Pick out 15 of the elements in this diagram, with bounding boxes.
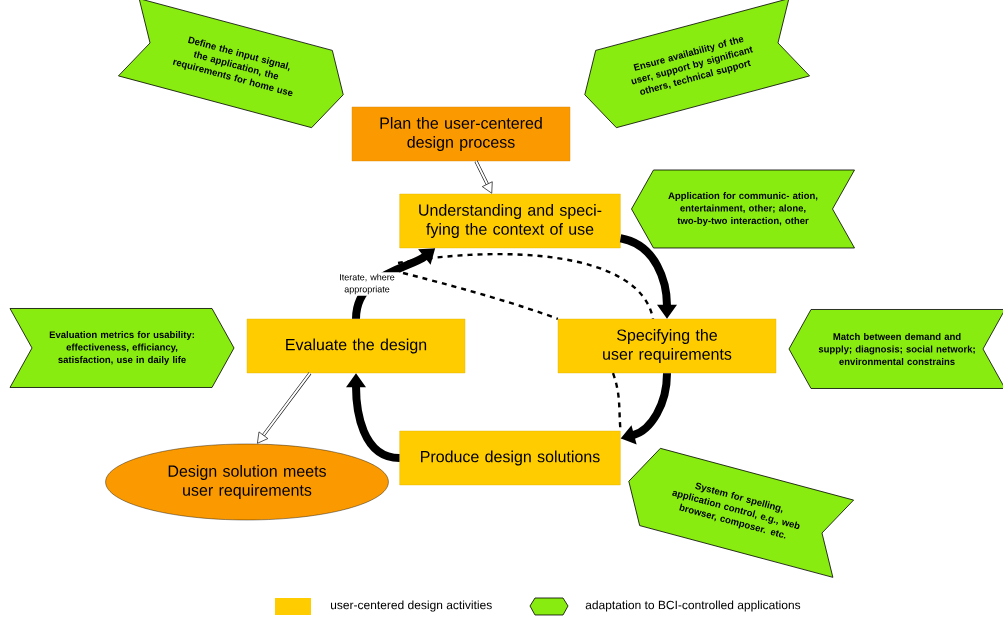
legend-label: adaptation to BCI-controlled applications (585, 600, 801, 612)
process-box: Plan the user-centered design process (351, 106, 571, 162)
hollow-arrow (474, 160, 493, 194)
hollow-arrow (257, 372, 312, 444)
chevron-callout: Match between demand and supply; diagnosis; social network; environmental constrains (788, 309, 1003, 389)
process-box: Produce design solutions (399, 430, 621, 486)
chevron-callout: Application for communic- ation, entertainment, other; alone, two-by-two interaction, other (631, 169, 855, 249)
process-box: Specifying the user requirements (557, 318, 777, 374)
process-box: Understanding and speci- fying the context of use (399, 193, 621, 249)
process-box: Evaluate the design (246, 318, 466, 374)
legend-label: user-centered design activities (331, 600, 492, 612)
chevron-callout: Evaluation metrics for usability: effectiveness, efficiancy, satisfaction, use in daily life (9, 308, 235, 388)
edge-label: Iterate, where appropriate (334, 272, 400, 296)
dashed-line (397, 253, 655, 320)
dashed-line (402, 271, 559, 320)
